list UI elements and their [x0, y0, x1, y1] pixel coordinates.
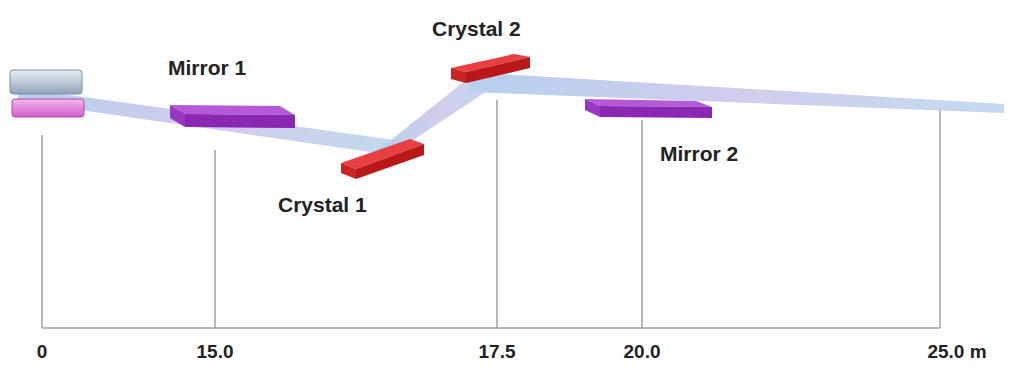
distance-mark: 15.0 — [197, 341, 234, 363]
crystal-2 — [451, 54, 530, 83]
undulator-source — [10, 70, 84, 117]
part-name: Crystal 2 — [432, 17, 521, 41]
mirror-2 — [585, 99, 712, 118]
crystal-1 — [341, 139, 424, 179]
scale-lines — [42, 100, 940, 328]
mirror-1 — [170, 105, 295, 128]
distance-mark: 17.5 — [479, 341, 516, 363]
distance-mark: 25.0 m — [927, 341, 986, 363]
part-name: Mirror 1 — [168, 56, 246, 80]
distance-mark: 20.0 — [624, 341, 661, 363]
x-ray-beam — [18, 72, 1004, 156]
distance-mark: 0 — [37, 341, 48, 363]
part-name: Mirror 2 — [660, 142, 738, 166]
part-name: Crystal 1 — [278, 193, 367, 217]
